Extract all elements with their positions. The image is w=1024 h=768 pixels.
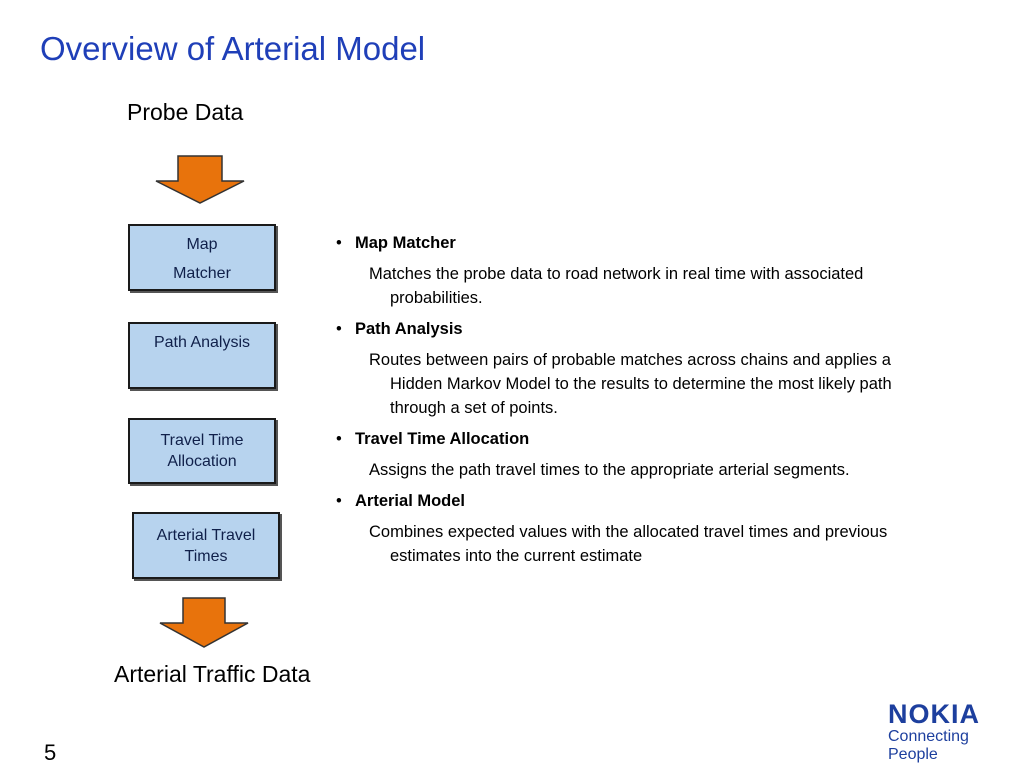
bullet-list: • Map Matcher Matches the probe data to r… [336, 231, 926, 575]
bullet-dot-icon: • [336, 234, 342, 252]
bullet-dot-icon: • [336, 492, 342, 510]
bullet-heading: Arterial Model [355, 492, 466, 510]
bullet-item: • Travel Time Allocation Assigns the path… [336, 427, 926, 482]
bullet-item: • Arterial Model Combines expected values… [336, 489, 926, 568]
down-arrow-icon [155, 155, 245, 204]
bullet-description: Combines expected values with the alloca… [369, 523, 888, 565]
step-label: Travel Time [160, 432, 244, 449]
output-label: Arterial Traffic Data [114, 661, 311, 687]
bullet-heading: Map Matcher [355, 234, 456, 252]
bullet-heading: Travel Time Allocation [355, 430, 530, 448]
step-label: Allocation [167, 453, 237, 470]
bullet-item: • Map Matcher Matches the probe data to r… [336, 231, 926, 310]
step-label: Path Analysis [153, 334, 251, 351]
logo-wordmark: NOKIA [888, 699, 980, 729]
step-label: Map [186, 236, 218, 253]
page-number: 5 [44, 740, 57, 765]
step-label: Matcher [173, 265, 231, 282]
bullet-dot-icon: • [336, 430, 342, 448]
bullet-description: Routes between pairs of probable matches… [369, 351, 892, 417]
input-label: Probe Data [127, 99, 244, 125]
logo-tagline: Connecting People [888, 728, 969, 763]
slide-title: Overview of Arterial Model [40, 30, 426, 67]
step-arterial-travel-times: Arterial Travel Times [132, 512, 280, 579]
step-label: Times [184, 548, 228, 565]
bullet-description: Assigns the path travel times to the app… [369, 461, 850, 479]
step-map-matcher: Map Matcher [128, 224, 276, 291]
bullet-description: Matches the probe data to road network i… [369, 265, 864, 307]
down-arrow-icon [159, 597, 249, 648]
step-travel-time-allocation: Travel Time Allocation [128, 418, 276, 484]
step-label: Arterial Travel [156, 527, 256, 544]
bullet-dot-icon: • [336, 320, 342, 338]
bullet-item: • Path Analysis Routes between pairs of p… [336, 317, 926, 420]
bullet-heading: Path Analysis [355, 320, 463, 338]
step-path-analysis: Path Analysis [128, 322, 276, 389]
nokia-logo: NOKIA Connecting People [888, 700, 1008, 764]
